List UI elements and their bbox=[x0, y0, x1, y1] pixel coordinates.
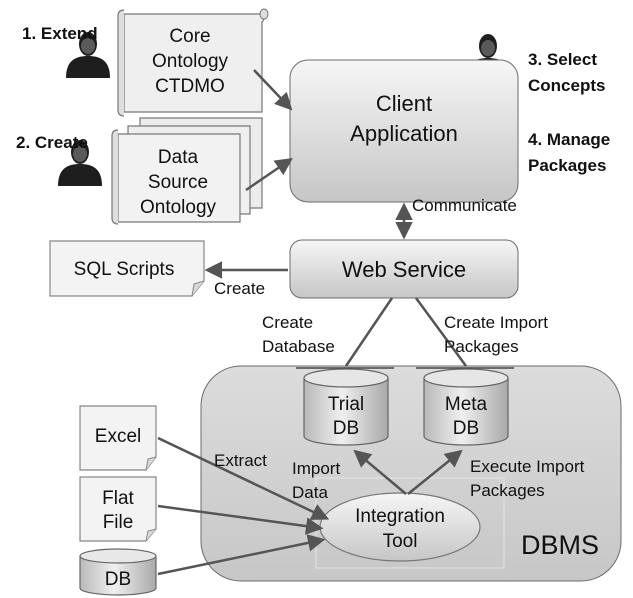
meta-db-line2: DB bbox=[453, 418, 479, 439]
sql-scripts-label: SQL Scripts bbox=[74, 259, 175, 280]
excel-label: Excel bbox=[95, 426, 141, 447]
client-application-line2: Application bbox=[350, 121, 458, 146]
core-ontology-line2: Ontology bbox=[152, 51, 229, 72]
excel-document: Excel bbox=[79, 405, 157, 471]
trial-db-line1: Trial bbox=[328, 394, 364, 415]
arrow-datasource-to-client bbox=[245, 158, 293, 192]
web-service-box bbox=[289, 239, 519, 299]
core-ontology-scroll: Core Ontology CTDMO bbox=[117, 8, 269, 117]
actor-create-label: 2. Create bbox=[16, 133, 88, 152]
arrow-execute-import bbox=[407, 449, 463, 495]
actor-select-line1: 3. Select bbox=[528, 50, 597, 69]
actor-manage-line1: 4. Manage bbox=[528, 130, 610, 149]
core-ontology-line3: CTDMO bbox=[155, 76, 225, 97]
edge-create-database-line2: Database bbox=[262, 337, 335, 356]
edge-import-data-line2: Data bbox=[292, 483, 328, 502]
web-service-label: Web Service bbox=[342, 257, 466, 282]
meta-db-cylinder: Meta DB bbox=[416, 367, 514, 446]
integration-tool-line1: Integration bbox=[355, 506, 445, 527]
arrow-create-database bbox=[344, 297, 394, 367]
data-source-ontology-scroll: Data Source Ontology bbox=[111, 117, 263, 225]
external-db-label: DB bbox=[105, 569, 131, 590]
trial-db-line2: DB bbox=[333, 418, 359, 439]
arrow-extract-excel bbox=[157, 436, 330, 520]
dbms-label: DBMS bbox=[521, 530, 599, 560]
actor-extend-label: 1. Extend bbox=[22, 24, 98, 43]
data-source-line2: Source bbox=[148, 172, 208, 193]
arrow-create-import-packages bbox=[414, 297, 468, 367]
core-ontology-line1: Core bbox=[169, 26, 210, 47]
meta-db-line1: Meta bbox=[445, 394, 488, 415]
actor-select-line2: Concepts bbox=[528, 76, 605, 95]
flat-file-document: Flat File bbox=[79, 476, 157, 542]
edge-extract-label: Extract bbox=[214, 451, 267, 470]
edge-execute-import-line1: Execute Import bbox=[470, 457, 585, 476]
arrow-extract-flatfile bbox=[157, 504, 324, 535]
flat-file-line1: Flat bbox=[102, 488, 134, 509]
data-source-line1: Data bbox=[158, 147, 199, 168]
edge-create-import-line2: Packages bbox=[444, 337, 519, 356]
edge-execute-import-line2: Packages bbox=[470, 481, 545, 500]
data-source-line3: Ontology bbox=[140, 197, 217, 218]
external-db-cylinder: DB bbox=[79, 548, 157, 596]
client-application-line1: Client bbox=[376, 91, 432, 116]
arrow-core-to-client bbox=[253, 69, 293, 111]
integration-tool-line2: Tool bbox=[383, 531, 418, 552]
sql-scripts-document: SQL Scripts bbox=[49, 240, 205, 297]
client-application-box bbox=[289, 59, 519, 203]
edge-create-database-line1: Create bbox=[262, 313, 313, 332]
actor-manage-line2: Packages bbox=[528, 156, 606, 175]
arrow-import-data bbox=[353, 449, 407, 495]
edge-import-data-line1: Import bbox=[292, 459, 340, 478]
arrow-extract-db bbox=[157, 534, 326, 576]
edge-create-import-line1: Create Import bbox=[444, 313, 548, 332]
edge-communicate-label: Communicate bbox=[412, 196, 517, 215]
trial-db-cylinder: Trial DB bbox=[296, 367, 394, 446]
flat-file-line2: File bbox=[103, 512, 134, 533]
edge-create-sql-label: Create bbox=[214, 279, 265, 298]
